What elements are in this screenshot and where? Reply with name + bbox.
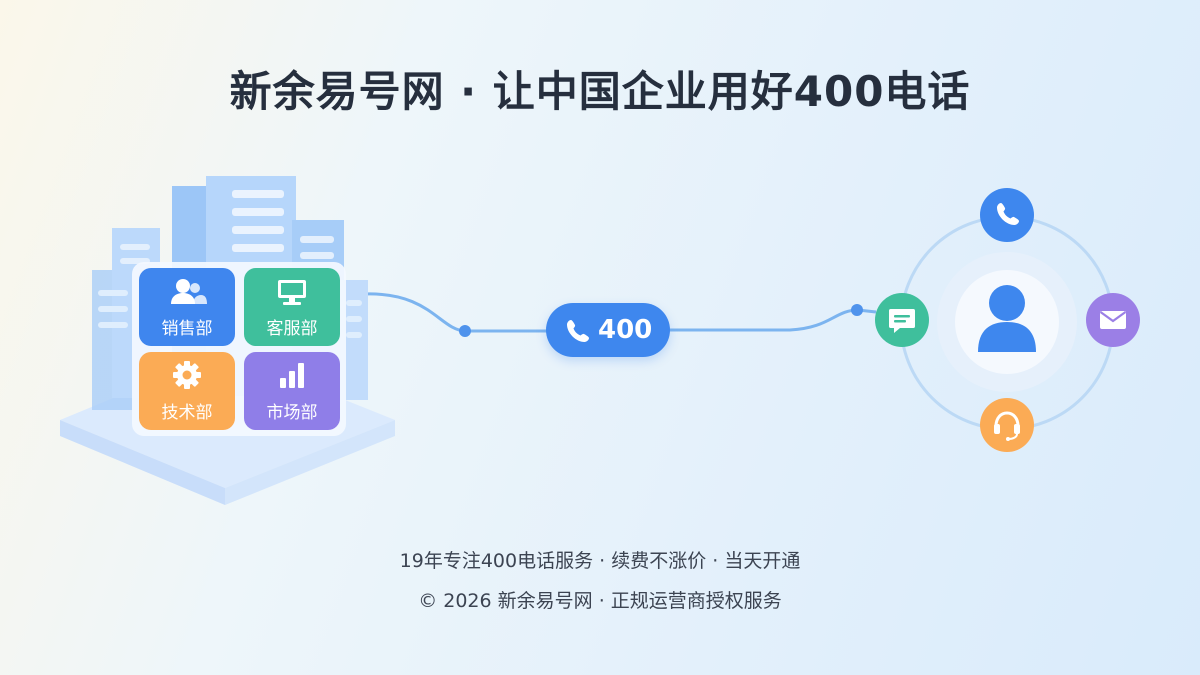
channel-phone[interactable]: [980, 188, 1034, 242]
dept-card-sales[interactable]: 销售部: [139, 268, 235, 346]
channel-support[interactable]: [980, 398, 1034, 452]
connector-line-left: [364, 292, 548, 333]
dept-label-service: 客服部: [266, 319, 318, 339]
connector-line-right: [668, 308, 877, 332]
chat-icon: [889, 309, 915, 333]
user-icon: [978, 285, 1036, 352]
phone-icon: [997, 203, 1019, 225]
hotline-badge[interactable]: 400: [546, 303, 670, 357]
hotline-number: 400: [598, 315, 653, 345]
bar-chart-icon: [280, 363, 304, 388]
dept-card-marketing[interactable]: 市场部: [244, 352, 340, 430]
connector-dot-left: [459, 325, 471, 337]
phone-icon: [567, 320, 589, 342]
footer-copyright: © 2026 新余易号网 · 正规运营商授权服务: [418, 590, 782, 612]
monitor-icon: [278, 280, 306, 305]
dept-label-sales: 销售部: [161, 319, 213, 339]
mail-icon: [1099, 311, 1127, 329]
connector-dot-right: [851, 304, 863, 316]
dept-card-tech[interactable]: 技术部: [139, 352, 235, 430]
headset-icon: [994, 411, 1020, 441]
dept-label-marketing: 市场部: [266, 403, 318, 423]
dept-card-service[interactable]: 客服部: [244, 268, 340, 346]
page-title: 新余易号网 · 让中国企业用好400电话: [229, 67, 971, 116]
gear-icon: [173, 361, 201, 389]
channel-chat[interactable]: [875, 293, 929, 347]
dept-label-tech: 技术部: [161, 403, 213, 423]
footer-tagline: 19年专注400电话服务 · 续费不涨价 · 当天开通: [399, 550, 801, 572]
channel-email[interactable]: [1086, 293, 1140, 347]
users-icon: [171, 279, 207, 304]
